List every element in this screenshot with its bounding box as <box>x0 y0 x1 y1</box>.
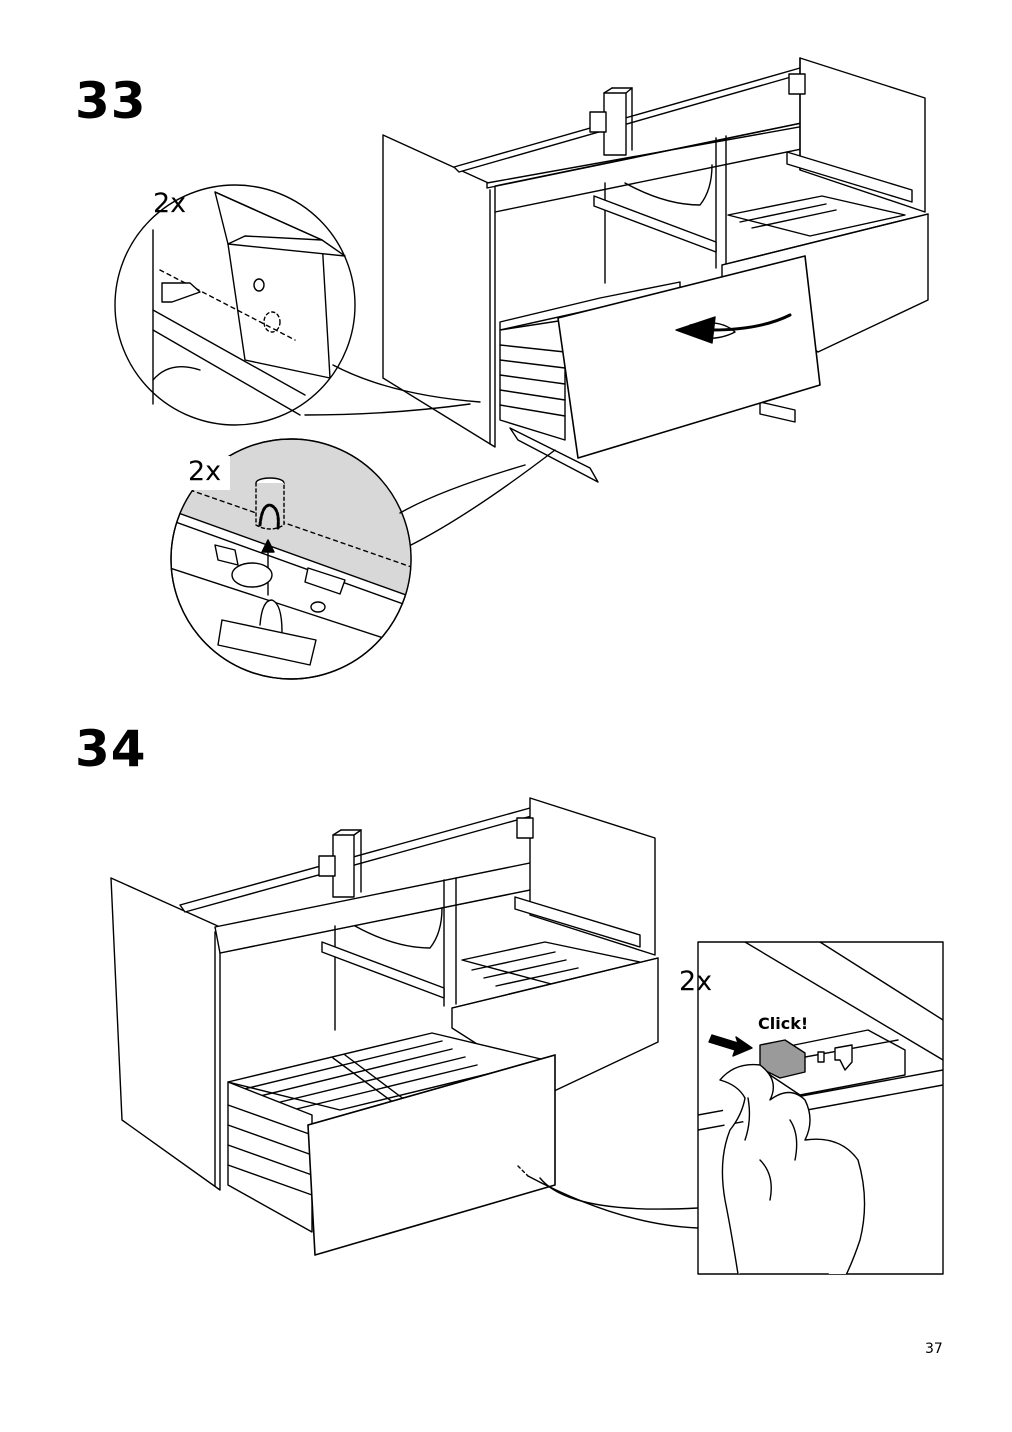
step33-cabinet-illustration <box>383 58 928 482</box>
quantity-label: 2x <box>153 188 187 219</box>
step33-detail-circle-top <box>115 185 480 425</box>
quantity-label: 2x <box>679 966 713 997</box>
step-number-34: 34 <box>75 720 147 778</box>
step34-cabinet-illustration <box>111 798 698 1255</box>
step33-detail-circle-bottom <box>170 439 555 679</box>
page-number: 37 <box>925 1341 943 1357</box>
step-number-33: 33 <box>75 72 147 130</box>
click-sound-label: Click! <box>758 1014 809 1033</box>
quantity-label: 2x <box>188 456 222 487</box>
hand-icon <box>720 1065 865 1274</box>
step34-detail-box <box>698 942 943 1300</box>
